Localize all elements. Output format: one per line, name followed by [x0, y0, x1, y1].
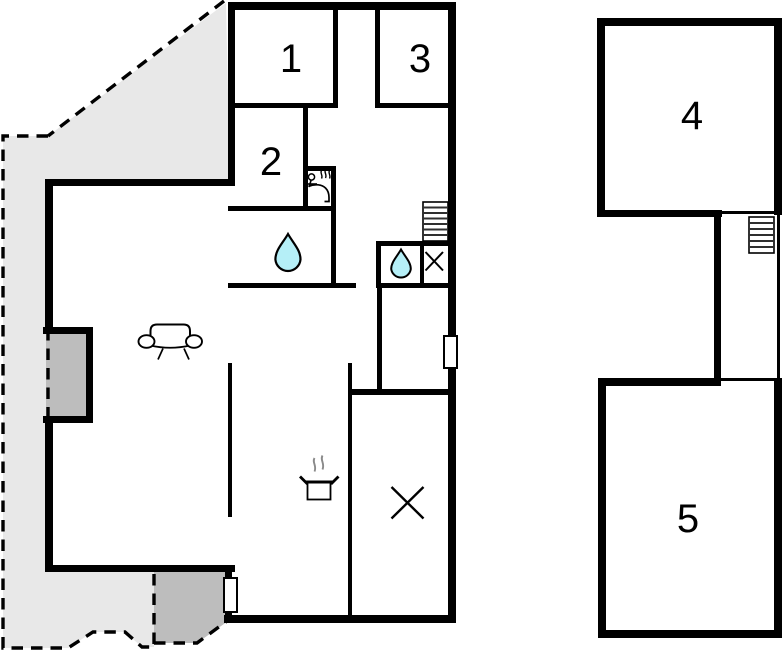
water-drop-icon — [390, 247, 412, 279]
wall-segment — [333, 8, 338, 108]
main-building-interior-walls — [228, 8, 456, 620]
wall-segment — [45, 179, 53, 334]
wall-segment — [228, 206, 336, 211]
terrace-dash-diagonal — [46, 0, 226, 138]
wall-segment — [43, 416, 93, 423]
wall-segment — [598, 630, 782, 638]
wall-segment — [45, 179, 235, 186]
pot-handle — [330, 475, 340, 485]
porch-niche — [46, 330, 90, 422]
wall-segment — [597, 18, 605, 217]
wall-segment — [774, 18, 782, 215]
room-5-label: 5 — [677, 497, 699, 541]
wall-segment — [224, 615, 456, 623]
terrace-area — [3, 3, 230, 648]
x-mark-icon — [390, 486, 425, 520]
wall-segment — [598, 378, 606, 638]
wall-segment — [420, 241, 424, 288]
wall-segment — [86, 327, 93, 423]
wall-segment — [719, 378, 782, 381]
wall-segment — [375, 8, 380, 108]
room-3-label: 3 — [409, 37, 431, 81]
sauna-bench-leg — [304, 183, 308, 189]
sofa-icon — [137, 323, 203, 360]
water-drop-icon — [274, 231, 302, 272]
wall-segment — [303, 166, 336, 171]
wall-segment — [597, 18, 782, 26]
wall-segment — [598, 378, 721, 386]
stair-treads — [749, 222, 774, 248]
sofa-seat — [150, 344, 191, 349]
stair-treads — [423, 206, 448, 236]
wall-segment — [376, 241, 381, 288]
terrace-dashed-boundary — [1, 0, 233, 650]
x-mark-icon — [424, 251, 444, 272]
sauna-steam — [320, 169, 331, 179]
entrance-porch — [154, 572, 231, 643]
stove-steam — [312, 455, 325, 472]
stove-icon — [299, 455, 340, 501]
wall-segment — [45, 565, 235, 572]
sofa-armrest — [137, 334, 156, 349]
wall-segment — [774, 380, 782, 638]
wall-segment — [377, 288, 382, 395]
room-4-label: 4 — [681, 94, 703, 138]
wall-segment — [375, 103, 456, 108]
wall-segment — [228, 283, 356, 288]
wall-segment — [714, 210, 721, 386]
door-icon — [443, 335, 458, 369]
wall-segment — [45, 416, 53, 572]
wall-segment — [228, 2, 456, 10]
wall-segment — [376, 283, 456, 288]
wall-segment — [719, 211, 782, 214]
wall-segment — [376, 241, 456, 246]
sofa-armrest — [185, 334, 203, 349]
wall-segment — [228, 103, 338, 108]
wall-segment — [348, 389, 456, 395]
wall-segment — [348, 363, 352, 620]
pot-body — [306, 481, 332, 501]
sofa-leg — [183, 348, 190, 360]
stairs-icon — [748, 216, 775, 254]
wall-segment — [597, 210, 722, 217]
wall-segment — [448, 2, 456, 623]
pot-handle — [299, 475, 309, 485]
wall-segment — [228, 2, 235, 186]
wall-segment — [303, 106, 308, 211]
entrance-porch-dash-bottom — [154, 616, 233, 645]
wall-segment — [777, 214, 780, 380]
sofa-leg — [157, 348, 164, 360]
sauna-person-leg — [308, 183, 330, 203]
wall-segment — [331, 166, 336, 288]
annex-building-walls — [597, 18, 782, 638]
sauna-person-head — [307, 173, 316, 181]
wall-segment — [228, 363, 232, 517]
terrace-dash-outline — [1, 134, 154, 650]
wall-segment — [43, 327, 93, 334]
sauna-icon — [304, 169, 331, 203]
stairs-icon — [422, 201, 449, 242]
sofa-back — [149, 323, 191, 346]
room-2-label: 2 — [260, 140, 282, 184]
room-1-label: 1 — [280, 37, 302, 81]
door-icon — [223, 577, 238, 613]
